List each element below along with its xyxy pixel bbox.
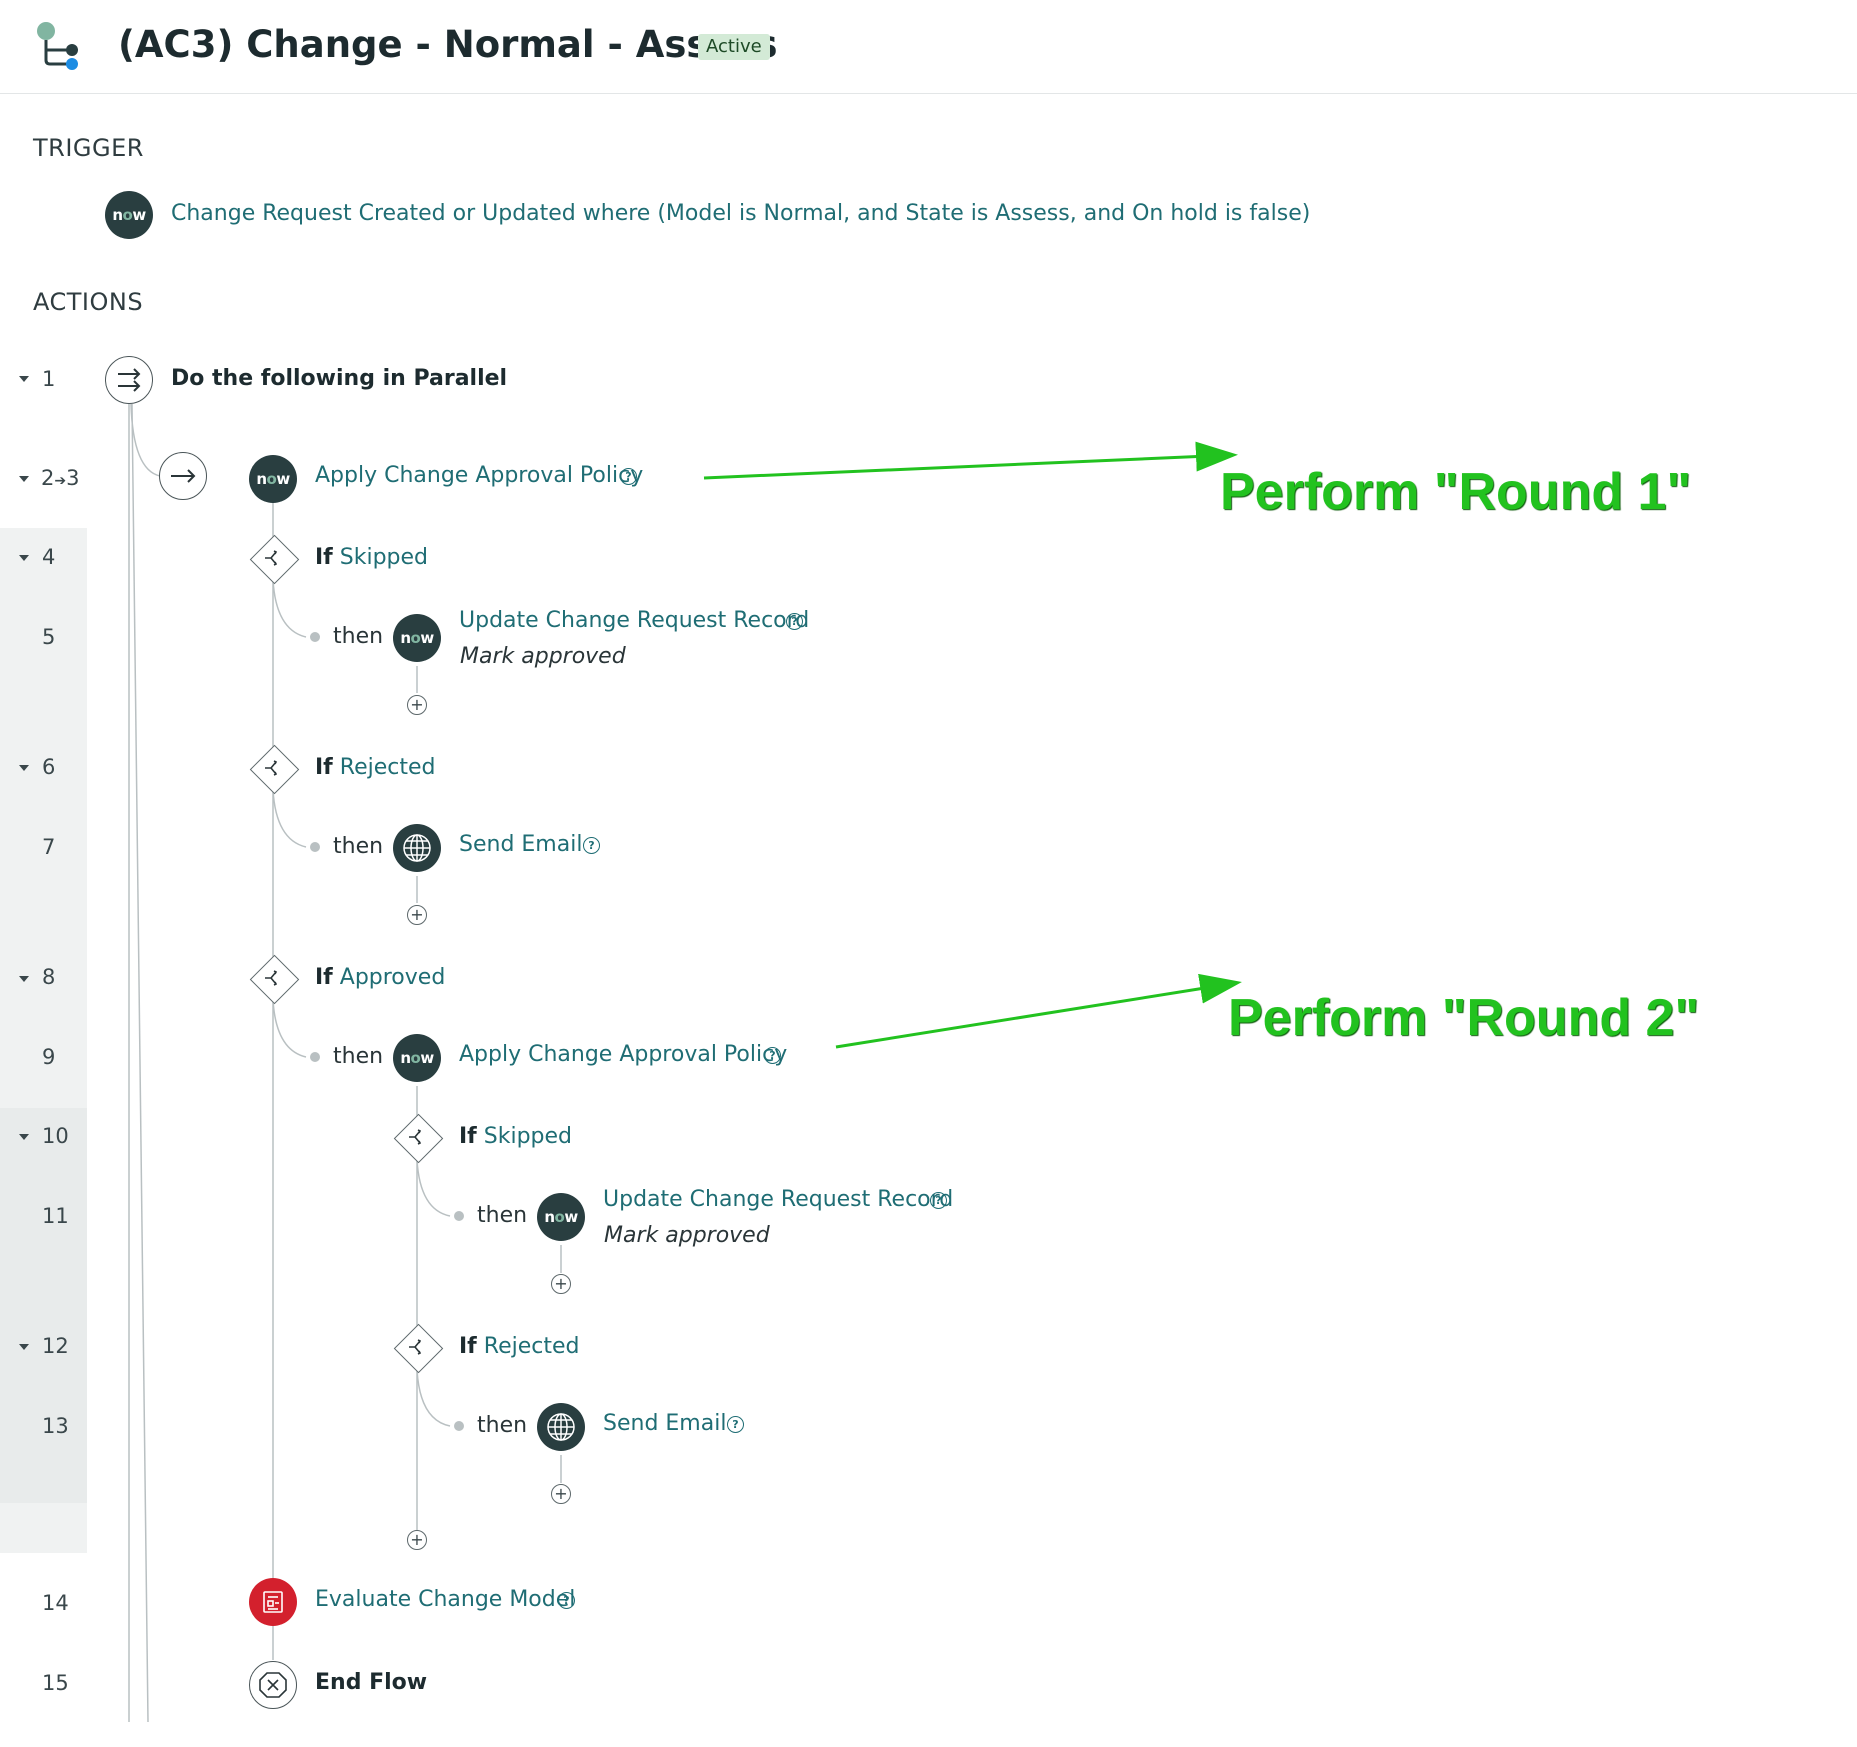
row-number: 1	[42, 367, 56, 391]
connector-dot	[310, 1052, 320, 1062]
flow-icon	[37, 22, 78, 70]
branch-icon	[409, 1129, 422, 1145]
send-email-link[interactable]: Send Email	[459, 832, 583, 857]
connector-dot	[454, 1211, 464, 1221]
connector-dot	[310, 632, 320, 642]
row-number: 14	[42, 1591, 69, 1615]
branch-icon	[265, 760, 278, 776]
row-number: 5	[42, 625, 56, 649]
collapse-caret-icon[interactable]	[19, 376, 29, 382]
help-icon[interactable]: ?	[620, 468, 637, 485]
now-icon: now	[393, 1034, 441, 1082]
row-number: 10	[42, 1124, 69, 1148]
add-step-icon[interactable]: +	[407, 905, 427, 925]
annotation-round-2: Perform "Round 2"	[1228, 989, 1700, 1047]
collapse-caret-icon[interactable]	[19, 1344, 29, 1350]
collapse-caret-icon[interactable]	[19, 976, 29, 982]
arrow-right-icon	[159, 452, 207, 500]
step-annotation: Mark approved	[604, 1223, 770, 1248]
row-number: 15	[42, 1671, 69, 1695]
branch-icon	[265, 970, 278, 986]
then-label: then	[477, 1203, 528, 1228]
status-badge: Active	[698, 34, 770, 60]
trigger-section-label: TRIGGER	[33, 134, 144, 162]
globe-icon	[537, 1403, 585, 1451]
actions-section-label: ACTIONS	[33, 288, 144, 316]
now-icon: now	[537, 1193, 585, 1241]
apply-change-approval-policy-link[interactable]: Apply Change Approval Policy	[459, 1042, 788, 1067]
page-title: (AC3) Change - Normal - Assess	[118, 23, 778, 66]
row-number: 12	[42, 1334, 69, 1358]
row-number: 13	[42, 1414, 69, 1438]
parallel-icon	[105, 356, 153, 404]
help-icon[interactable]: ?	[727, 1416, 744, 1433]
connector-dot	[310, 842, 320, 852]
row-number: 4	[42, 545, 56, 569]
end-flow-label: End Flow	[315, 1670, 428, 1695]
connector-dot	[454, 1421, 464, 1431]
header: (AC3) Change - Normal - Assess Active	[0, 0, 1857, 94]
parallel-label: Do the following in Parallel	[171, 366, 508, 391]
apply-change-approval-policy-link[interactable]: Apply Change Approval Policy	[315, 463, 644, 488]
condition-approved[interactable]: If Approved	[315, 965, 446, 990]
then-label: then	[333, 624, 384, 649]
globe-icon	[393, 824, 441, 872]
collapse-caret-icon[interactable]	[19, 765, 29, 771]
help-icon[interactable]: ?	[583, 837, 600, 854]
then-label: then	[477, 1413, 528, 1438]
row-number: 7	[42, 835, 56, 859]
send-email-link[interactable]: Send Email	[603, 1411, 727, 1436]
help-icon[interactable]: ?	[558, 1592, 575, 1609]
add-step-icon[interactable]: +	[407, 695, 427, 715]
gutter-band-end	[0, 1503, 87, 1553]
condition-rejected[interactable]: If Rejected	[459, 1334, 580, 1359]
row-number: 2➔3	[41, 466, 80, 490]
help-icon[interactable]: ?	[764, 1047, 781, 1064]
step-annotation: Mark approved	[460, 644, 626, 669]
help-icon[interactable]: ?	[786, 613, 803, 630]
gutter-band-round2	[0, 1108, 87, 1503]
evaluate-change-model-link[interactable]: Evaluate Change Model	[315, 1587, 576, 1612]
row-number: 11	[42, 1204, 69, 1228]
condition-rejected[interactable]: If Rejected	[315, 755, 436, 780]
branch-icon	[265, 550, 278, 566]
then-label: then	[333, 1044, 384, 1069]
condition-skipped[interactable]: If Skipped	[459, 1124, 573, 1149]
update-change-request-record-link[interactable]: Update Change Request Record	[459, 608, 810, 633]
now-icon: now	[393, 614, 441, 662]
row-number: 9	[42, 1045, 56, 1069]
collapse-caret-icon[interactable]	[19, 1134, 29, 1140]
add-step-icon[interactable]: +	[407, 1530, 427, 1550]
row-number: 6	[42, 755, 56, 779]
condition-skipped[interactable]: If Skipped	[315, 545, 429, 570]
now-icon: now	[249, 455, 297, 503]
collapse-caret-icon[interactable]	[19, 476, 29, 482]
end-flow-icon	[249, 1661, 297, 1709]
branch-icon	[409, 1339, 422, 1355]
update-change-request-record-link[interactable]: Update Change Request Record	[603, 1187, 954, 1212]
help-icon[interactable]: ?	[930, 1192, 947, 1209]
add-step-icon[interactable]: +	[551, 1484, 571, 1504]
trigger-condition-link[interactable]: Change Request Created or Updated where …	[171, 201, 1311, 226]
gutter-band-round1	[0, 528, 87, 1108]
collapse-caret-icon[interactable]	[19, 555, 29, 561]
annotation-round-1: Perform "Round 1"	[1220, 463, 1692, 521]
evaluate-model-icon	[249, 1578, 297, 1626]
then-label: then	[333, 834, 384, 859]
add-step-icon[interactable]: +	[551, 1274, 571, 1294]
now-icon: now	[105, 191, 153, 239]
row-number: 8	[42, 965, 56, 989]
